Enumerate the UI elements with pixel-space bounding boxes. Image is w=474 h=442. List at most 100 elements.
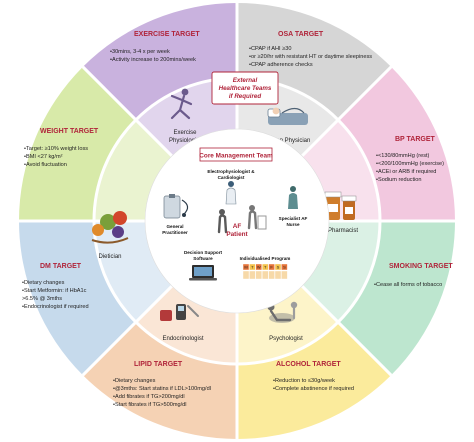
- week-day-box: [262, 263, 269, 271]
- osa-target-line: •or ≥20/hr with resistant HT or daytime …: [249, 54, 372, 60]
- core-member-label: Practitioner: [162, 230, 188, 235]
- professional-label: Exercise: [173, 130, 197, 136]
- core-member-label: Nurse: [286, 222, 299, 227]
- alcohol-target-line: •Complete abstinence if required: [273, 386, 354, 392]
- week-day-box: [242, 263, 250, 271]
- runner-icon: [170, 88, 193, 120]
- weight-sector: [19, 66, 136, 221]
- outer-ring: [19, 3, 455, 439]
- exercise-target: EXERCISE TARGET •30mins, 3-4 x per week …: [110, 31, 200, 63]
- lipid-target-line: •Start fibrates if TG>500mg/dl: [113, 402, 187, 408]
- professional-label: Dietician: [98, 254, 121, 260]
- endocrinologist: Endocrinologist: [160, 304, 204, 342]
- bp-target-line: •<130/80mmHg (rest): [376, 153, 430, 159]
- dm-target-line: •Endocrinologist if required: [22, 304, 89, 310]
- lipid-target-line: •@3mths: Start statins if LDL>100mg/dl: [113, 386, 211, 392]
- core-team-title: Core Management Team: [199, 153, 273, 160]
- vegetables-icon: [91, 211, 129, 244]
- osa-target-line: •CPAP if AHI ≥30: [249, 46, 291, 52]
- laptop-icon: [189, 265, 217, 281]
- sector-divider: [300, 284, 393, 377]
- external-team-box: External Healthcare Teams if Required: [211, 71, 279, 105]
- doctor-icon: [225, 181, 237, 205]
- week-day-box: [281, 263, 288, 271]
- exercise-target-line: •30mins, 3-4 x per week: [110, 49, 170, 55]
- dm-target-line: •Dietary changes: [22, 280, 65, 286]
- osa-target: OSA TARGET •CPAP if AHI ≥30 •or ≥20/hr w…: [249, 31, 372, 68]
- bp-target-line: •<200/100mmHg (exercise): [376, 161, 444, 167]
- core-member-label: Specialist AF: [279, 216, 308, 221]
- nurse-icon: [288, 186, 298, 209]
- professional-label: Sleep Physician: [268, 138, 311, 144]
- week-day-cell: [268, 270, 275, 280]
- weight-target-line: •Target: ≥10% weight loss: [24, 146, 88, 152]
- sector-divider: [81, 65, 174, 158]
- core-member-label: Cardiologist: [218, 175, 245, 180]
- week-day-box: [249, 263, 256, 271]
- lipid-target-line: •Add fibrates if TG>200mg/dl: [113, 394, 185, 400]
- dm-target-line: >6.5% @ 3mths: [22, 296, 62, 302]
- professional-label: Endocrinologist: [162, 336, 203, 342]
- week-day-label: T: [264, 265, 267, 270]
- alcohol-target-title: ALCOHOL TARGET: [276, 361, 341, 368]
- lipid-sector: [82, 322, 237, 439]
- exercise-target-title: EXERCISE TARGET: [134, 31, 200, 38]
- weight-target: WEIGHT TARGET •Target: ≥10% weight loss …: [24, 128, 99, 168]
- bp-target-title: BP TARGET: [395, 136, 436, 143]
- smoking-target: SMOKING TARGET •Cease all forms of tobac…: [374, 263, 453, 288]
- core-member-label: Software: [193, 256, 213, 261]
- exercise-target-line: •Activity increase to 200mins/week: [110, 57, 196, 63]
- dm-target: DM TARGET •Dietary changes •Start Metfor…: [22, 263, 89, 310]
- sector-divider: [300, 65, 393, 158]
- week-day-label: W: [257, 265, 261, 270]
- week-day-label: S: [277, 265, 280, 270]
- alcohol-target-line: •Reduction to ≤30g/week: [273, 378, 335, 384]
- electrophysiologist: Electrophysiologist & Cardiologist: [207, 169, 255, 205]
- professional-label: Physiologist: [169, 138, 201, 144]
- cpap-bed-icon: [267, 107, 308, 125]
- week-day-label: S: [283, 265, 286, 270]
- core-management-team: Core Management Team Electrophysiologist…: [144, 128, 330, 314]
- bp-professional-sector: [302, 119, 380, 221]
- week-day-cell: [281, 270, 288, 280]
- osa-target-title: OSA TARGET: [278, 31, 324, 38]
- sleep-physician: Sleep Physician: [267, 107, 311, 144]
- week-day-cell: [249, 270, 256, 280]
- lipid-target: LIPID TARGET •Dietary changes •@3mths: S…: [113, 361, 211, 408]
- decision-support-software: Decision Support Software: [184, 250, 222, 281]
- weight-target-line: •Avoid fluctuation: [24, 162, 67, 168]
- alcohol-professional-sector: [237, 286, 339, 364]
- smoking-professional-sector: [302, 221, 380, 323]
- weight-professional-sector: [94, 119, 172, 221]
- clipboard-stethoscope-icon: [163, 194, 189, 219]
- week-day-label: M: [244, 265, 247, 270]
- external-team-line: Healthcare Teams: [219, 85, 272, 92]
- dm-professional-sector: [94, 221, 172, 323]
- alcohol-target: ALCOHOL TARGET •Reduction to ≤30g/week •…: [273, 361, 354, 392]
- week-day-label: T: [251, 265, 254, 270]
- smoking-sector: [338, 221, 455, 376]
- specialist-nurse: Specialist AF Nurse: [279, 186, 308, 227]
- lipid-target-title: LIPID TARGET: [134, 361, 183, 368]
- lipid-professional-sector: [135, 286, 237, 364]
- exercise-physiologist: Exercise Physiologist: [169, 88, 201, 144]
- lipid-target-line: •Dietary changes: [113, 378, 156, 384]
- smoking-target-title: SMOKING TARGET: [389, 263, 453, 270]
- professional-label: Pharmacist: [328, 228, 358, 234]
- af-patient: AF Patient: [217, 205, 267, 238]
- core-member-label: General: [166, 224, 183, 229]
- af-patient-label: Patient: [226, 231, 248, 238]
- pharmacist: Pharmacist: [324, 191, 358, 234]
- weight-target-line: •BMI <27 kg/m²: [24, 154, 63, 160]
- week-day-cell: [255, 270, 263, 280]
- week-day-cell: [274, 270, 282, 280]
- glucose-meter-icon: [160, 304, 199, 321]
- core-member-label: Electrophysiologist &: [207, 169, 255, 174]
- external-team-line: External: [233, 77, 258, 84]
- external-team-line: if Required: [229, 93, 262, 100]
- professional-label: Psychologist: [269, 336, 303, 342]
- dm-sector: [19, 221, 136, 376]
- af-patient-label: AF: [233, 223, 242, 230]
